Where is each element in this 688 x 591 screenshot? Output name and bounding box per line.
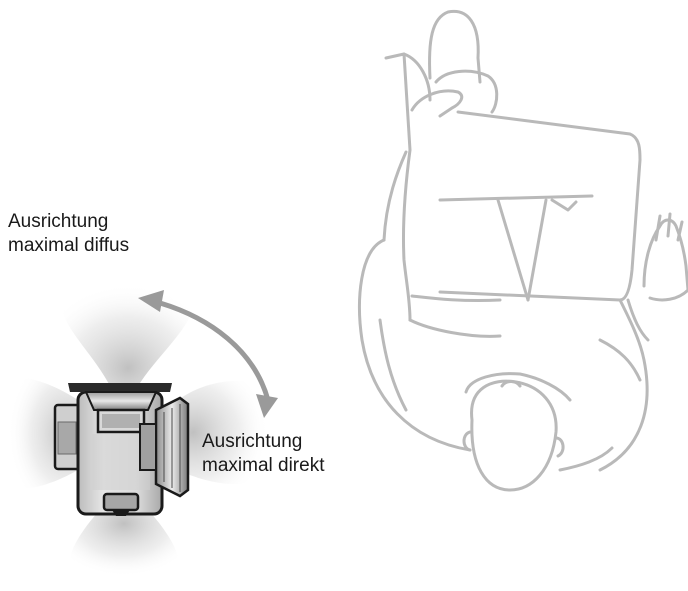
label-direct-line2: maximal direkt (202, 455, 325, 476)
curved-double-arrow-icon (138, 290, 278, 418)
label-direct-line1: Ausrichtung (202, 431, 303, 452)
speaker-top-cone (84, 391, 158, 411)
sound-lobe-right (178, 380, 280, 485)
label-orientation-diffuse: Ausrichtung maximal diffus (8, 210, 129, 258)
speaker-top-bar (68, 383, 172, 392)
sound-lobe-bottom (68, 512, 180, 589)
label-orientation-direct: Ausrichtung maximal direkt (202, 430, 324, 478)
seated-person-top-view-icon (358, 9, 688, 492)
label-diffuse-line2: maximal diffus (8, 235, 130, 256)
speaker-top-view-icon (53, 383, 190, 516)
label-diffuse-line1: Ausrichtung (8, 211, 109, 232)
sound-lobe-top (59, 265, 197, 386)
speaker-bottom-port (102, 492, 140, 512)
